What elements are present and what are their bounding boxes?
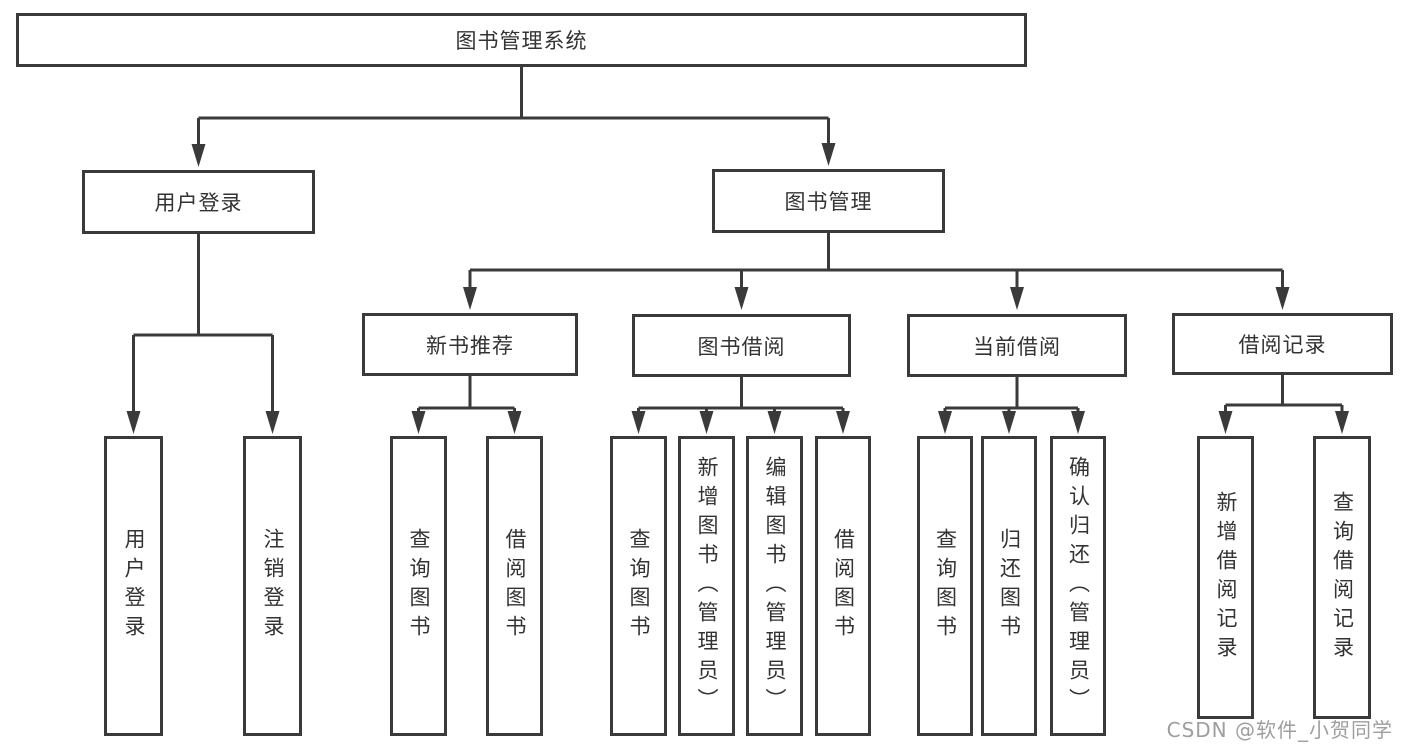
leaf-cb-return-book-label: 归还图书 <box>997 528 1022 644</box>
leaf-br-add-record-label: 新增借阅记录 <box>1214 490 1238 665</box>
leaf-br-query-record-label: 查询借阅记录 <box>1330 490 1355 665</box>
watermark: CSDN @软件_小贺同学 <box>1166 718 1393 742</box>
node-borrow-record: 借阅记录 <box>1172 313 1393 375</box>
leaf-login-label: 用户登录 <box>122 528 146 644</box>
leaf-bb-query-book: 查询图书 <box>610 436 667 736</box>
node-book-borrow-label: 图书借阅 <box>697 334 786 359</box>
leaf-bb-edit-book-admin: 编辑图书（管理员） <box>746 436 803 736</box>
node-book-mgmt: 图书管理 <box>712 169 945 233</box>
leaf-rec-borrow-book: 借阅图书 <box>486 436 543 736</box>
node-borrow-record-label: 借阅记录 <box>1238 333 1327 357</box>
leaf-bb-add-book-admin-label: 新增图书（管理员） <box>695 455 719 717</box>
leaf-cb-return-book: 归还图书 <box>981 436 1037 736</box>
leaf-rec-query-book-label: 查询图书 <box>407 528 431 644</box>
node-root-label: 图书管理系统 <box>455 29 588 53</box>
leaf-login: 用户登录 <box>104 436 163 736</box>
leaf-cb-query-book: 查询图书 <box>917 436 973 736</box>
node-current-borrow: 当前借阅 <box>907 314 1127 377</box>
leaf-bb-edit-book-admin-label: 编辑图书（管理员） <box>763 455 787 717</box>
leaf-bb-borrow-book: 借阅图书 <box>815 436 871 736</box>
node-new-book-rec-label: 新书推荐 <box>426 333 514 358</box>
leaf-logout-label: 注销登录 <box>261 528 285 644</box>
leaf-cb-confirm-return-admin-label: 确认归还（管理员） <box>1066 455 1091 717</box>
node-current-borrow-label: 当前借阅 <box>973 334 1061 359</box>
node-book-mgmt-label: 图书管理 <box>784 190 873 214</box>
node-book-borrow: 图书借阅 <box>632 314 851 377</box>
leaf-rec-borrow-book-label: 借阅图书 <box>503 528 527 644</box>
leaf-cb-query-book-label: 查询图书 <box>933 528 958 644</box>
leaf-logout: 注销登录 <box>243 436 302 736</box>
leaf-bb-add-book-admin: 新增图书（管理员） <box>678 436 735 736</box>
leaf-rec-query-book: 查询图书 <box>390 436 447 736</box>
leaf-bb-borrow-book-label: 借阅图书 <box>831 528 856 644</box>
leaf-cb-confirm-return-admin: 确认归还（管理员） <box>1050 436 1106 736</box>
node-user-login-label: 用户登录 <box>154 191 243 215</box>
leaf-bb-query-book-label: 查询图书 <box>627 528 651 644</box>
node-new-book-rec: 新书推荐 <box>362 313 578 376</box>
node-user-login: 用户登录 <box>82 170 315 234</box>
leaf-br-query-record: 查询借阅记录 <box>1313 436 1371 719</box>
leaf-br-add-record: 新增借阅记录 <box>1197 436 1254 719</box>
node-root: 图书管理系统 <box>16 13 1027 67</box>
